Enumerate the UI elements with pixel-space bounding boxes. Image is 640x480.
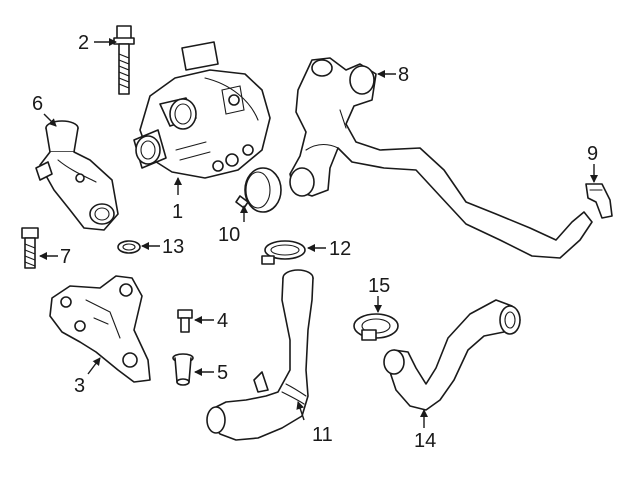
part-8-hose	[289, 57, 593, 259]
part-4-bolt	[177, 309, 193, 333]
callout-10: 10	[218, 224, 240, 246]
callout-11: 11	[312, 424, 333, 446]
callout-7: 7	[60, 246, 71, 268]
part-10-cap	[235, 167, 282, 213]
part-7-bolt	[21, 227, 39, 269]
leader-lines	[39, 38, 598, 428]
part-1-water-pump	[133, 41, 271, 179]
leader-3	[87, 357, 101, 375]
part-14-hose	[383, 299, 521, 411]
part-2-bolt	[113, 25, 135, 95]
callout-6: 6	[32, 93, 43, 115]
leader-6	[43, 113, 57, 127]
part-5-sleeve	[172, 353, 194, 386]
callout-5: 5	[217, 362, 228, 384]
callout-15: 15	[368, 275, 390, 297]
callout-12: 12	[329, 238, 351, 260]
leader-11	[296, 401, 305, 421]
part-12-clamp	[261, 240, 306, 265]
part-11-hose	[206, 269, 314, 441]
callout-labels: 1 2 3 4 5 6 7 8 9 10 11 12 13 14 15	[32, 32, 598, 452]
callout-14: 14	[414, 430, 436, 452]
callout-8: 8	[398, 64, 409, 86]
part-13-clamp	[117, 240, 141, 254]
part-15-clamp	[353, 313, 399, 341]
callout-9: 9	[587, 143, 598, 165]
callout-1: 1	[172, 201, 183, 223]
part-6-thermostat	[35, 120, 119, 231]
callout-2: 2	[78, 32, 89, 54]
part-9-connector	[585, 183, 613, 219]
callout-4: 4	[217, 310, 228, 332]
part-3-bracket	[49, 275, 151, 383]
callout-3: 3	[74, 375, 85, 397]
callout-13: 13	[162, 236, 184, 258]
